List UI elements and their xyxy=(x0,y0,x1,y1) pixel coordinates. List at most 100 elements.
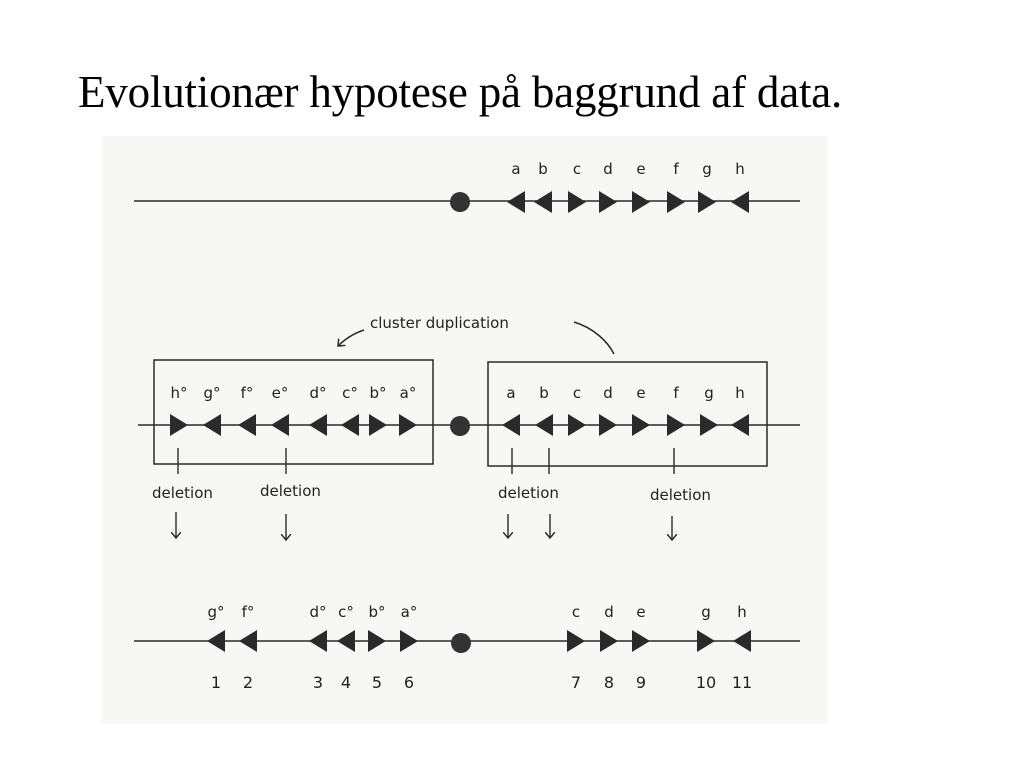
gene-number: 10 xyxy=(696,673,716,692)
gene-label: g xyxy=(702,160,712,178)
row2-right-genes: a b c d e f g h xyxy=(502,384,749,436)
gene-number: 5 xyxy=(372,673,382,692)
gene-arrow xyxy=(733,630,751,652)
gene-arrow xyxy=(599,414,617,436)
centromere xyxy=(450,416,470,436)
gene-arrow xyxy=(599,191,617,213)
duplication-curve xyxy=(573,321,615,355)
gene-label: c xyxy=(573,384,581,402)
gene-arrow xyxy=(368,630,386,652)
gene-arrow xyxy=(507,191,525,213)
gene-arrow xyxy=(207,630,225,652)
gene-label: f xyxy=(673,384,679,402)
gene-label: a xyxy=(511,160,520,178)
slide-title: Evolutionær hypotese på baggrund af data… xyxy=(78,67,843,117)
gene-arrow xyxy=(698,191,716,213)
gene-label: c xyxy=(572,603,580,621)
gene-label: e xyxy=(636,603,645,621)
gene-label: b° xyxy=(369,384,386,402)
centromere xyxy=(450,192,470,212)
gene-arrow xyxy=(337,630,355,652)
gene-label: g xyxy=(701,603,711,621)
gene-label: h° xyxy=(170,384,187,402)
gene-arrow xyxy=(309,414,327,436)
gene-number: 2 xyxy=(243,673,253,692)
gene-label: b xyxy=(539,384,549,402)
gene-label: d xyxy=(604,603,614,621)
gene-label: h xyxy=(735,384,745,402)
gene-label: b xyxy=(538,160,548,178)
gene-arrow xyxy=(667,414,685,436)
deletion-arrows xyxy=(176,512,672,540)
gene-arrow xyxy=(667,191,685,213)
gene-label: f xyxy=(673,160,679,178)
gene-arrow xyxy=(600,630,618,652)
gene-arrow xyxy=(568,191,586,213)
gene-arrow xyxy=(271,414,289,436)
gene-arrow xyxy=(568,414,586,436)
gene-number: 1 xyxy=(211,673,221,692)
gene-arrow xyxy=(369,414,387,436)
gene-arrow xyxy=(632,630,650,652)
gene-number: 11 xyxy=(732,673,752,692)
gene-arrow xyxy=(731,191,749,213)
gene-label: a xyxy=(506,384,515,402)
gene-arrow xyxy=(502,414,520,436)
gene-label: e xyxy=(636,160,645,178)
gene-label: g° xyxy=(203,384,220,402)
deletion-markers xyxy=(177,448,675,474)
original-cluster-box-right xyxy=(487,361,768,467)
row2-left-genes: h° g° f° e° d° c° b° a° xyxy=(170,384,417,436)
duplicated-cluster-box-left xyxy=(153,359,434,465)
gene-label: c° xyxy=(338,603,354,621)
gene-label: c xyxy=(573,160,581,178)
gene-arrow xyxy=(400,630,418,652)
gene-label: d° xyxy=(309,603,326,621)
gene-arrow xyxy=(399,414,417,436)
gene-number: 6 xyxy=(404,673,414,692)
gene-number: 4 xyxy=(341,673,351,692)
gene-label: e° xyxy=(272,384,289,402)
gene-label: f° xyxy=(241,384,254,402)
gene-label: g° xyxy=(207,603,224,621)
gene-label: d° xyxy=(309,384,326,402)
duplication-label: cluster duplication xyxy=(370,314,509,332)
gene-arrow xyxy=(238,414,256,436)
gene-number: 7 xyxy=(571,673,581,692)
gene-arrow xyxy=(239,630,257,652)
gene-label: g xyxy=(704,384,714,402)
gene-arrow xyxy=(697,630,715,652)
gene-number: 3 xyxy=(313,673,323,692)
gene-arrow xyxy=(341,414,359,436)
gene-arrow xyxy=(534,191,552,213)
gene-label: c° xyxy=(342,384,358,402)
deletion-label-4: deletion xyxy=(650,486,711,504)
duplication-arrow xyxy=(338,329,365,346)
row-duplicated: h° g° f° e° d° c° b° a° a b c d e f g h cluster duplic… xyxy=(138,314,800,540)
deletion-label-3: deletion xyxy=(498,484,559,502)
gene-arrow xyxy=(203,414,221,436)
gene-arrow xyxy=(700,414,718,436)
gene-arrow xyxy=(170,414,188,436)
deletion-label-2: deletion xyxy=(260,482,321,500)
gene-arrow xyxy=(632,414,650,436)
gene-label: f° xyxy=(242,603,255,621)
gene-label: h xyxy=(735,160,745,178)
gene-label: d xyxy=(603,160,613,178)
gene-arrow xyxy=(731,414,749,436)
gene-label: e xyxy=(636,384,645,402)
gene-label: a° xyxy=(400,384,417,402)
deletion-label-1: deletion xyxy=(152,484,213,502)
gene-label: d xyxy=(603,384,613,402)
gene-number: 8 xyxy=(604,673,614,692)
gene-number: 9 xyxy=(636,673,646,692)
gene-label: h xyxy=(737,603,747,621)
gene-arrow xyxy=(535,414,553,436)
gene-arrow xyxy=(309,630,327,652)
gene-label: b° xyxy=(368,603,385,621)
